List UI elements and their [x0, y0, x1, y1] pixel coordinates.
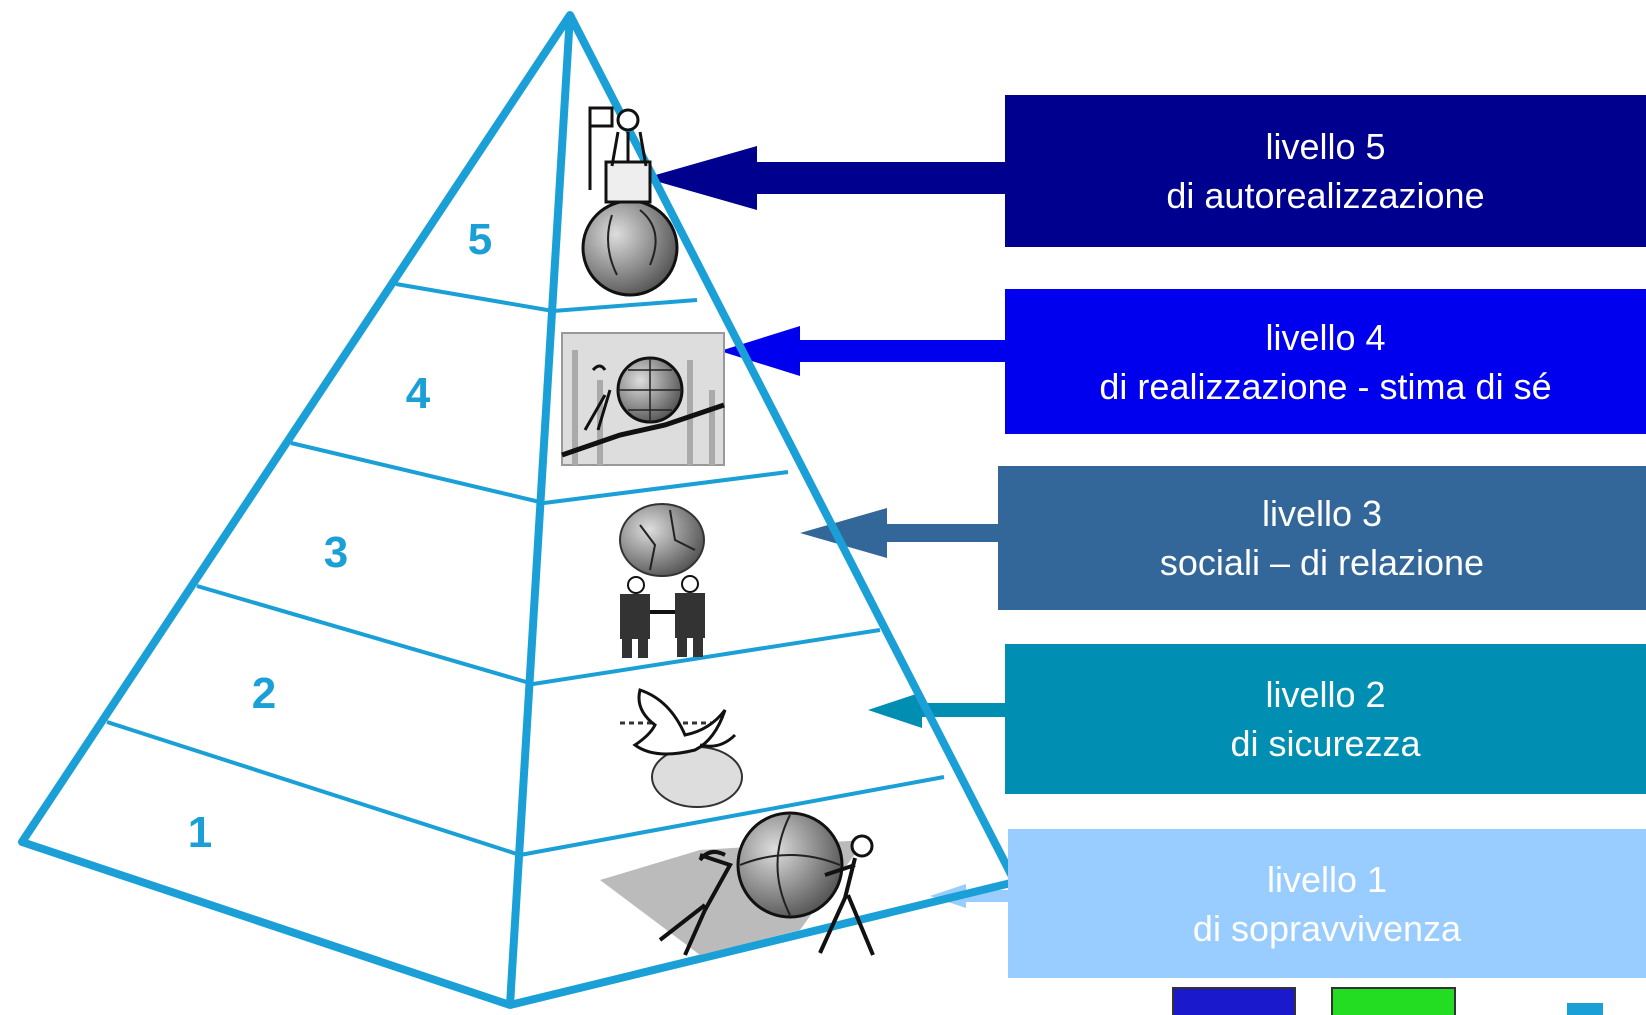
level-1-box: livello 1 di sopravvivenza	[1008, 829, 1646, 978]
level-number-1: 1	[188, 808, 212, 857]
pushing-globe-chart-icon	[561, 332, 725, 466]
level-number-5: 5	[468, 215, 492, 264]
level-4-subtitle: di realizzazione - stima di sé	[1099, 365, 1552, 407]
level-3-box: livello 3 sociali – di relazione	[998, 466, 1646, 610]
home-button[interactable]	[1331, 987, 1456, 1015]
level-2-title: livello 2	[1265, 674, 1386, 715]
level-1-subtitle: di sopravvivenza	[1192, 907, 1462, 949]
end-button[interactable]	[1567, 1003, 1603, 1015]
level-5-box: livello 5 di autorealizzazione	[1005, 95, 1646, 247]
arrow-level-3	[800, 508, 999, 558]
level-number-3: 3	[324, 528, 348, 577]
arrow-level-4	[720, 326, 1007, 376]
level-5-subtitle: di autorealizzazione	[1166, 175, 1485, 216]
level-2-subtitle: di sicurezza	[1230, 723, 1421, 764]
climber-on-globe-icon	[581, 106, 679, 297]
level-dividers	[106, 282, 945, 857]
level-5-title: livello 5	[1265, 126, 1386, 167]
level-number-4: 4	[406, 369, 431, 418]
pyramid-outline	[18, 11, 1019, 1009]
arrow-level-5	[645, 146, 1006, 210]
level-number-2: 2	[252, 669, 276, 718]
level-3-subtitle: sociali – di relazione	[1159, 542, 1485, 583]
level-4-title: livello 4	[1265, 316, 1386, 358]
dove-over-globe-icon	[620, 688, 743, 808]
level-2-box: livello 2 di sicurezza	[1005, 644, 1646, 794]
back-button[interactable]	[1172, 987, 1296, 1015]
level-1-title: livello 1	[1266, 858, 1388, 900]
people-holding-globe-icon	[600, 811, 875, 956]
level-3-title: livello 3	[1261, 493, 1383, 534]
arrow-level-2	[868, 692, 1006, 728]
level-4-box: livello 4 di realizzazione - stima di sé	[1005, 289, 1646, 434]
handshake-under-globe-icon	[619, 503, 705, 658]
